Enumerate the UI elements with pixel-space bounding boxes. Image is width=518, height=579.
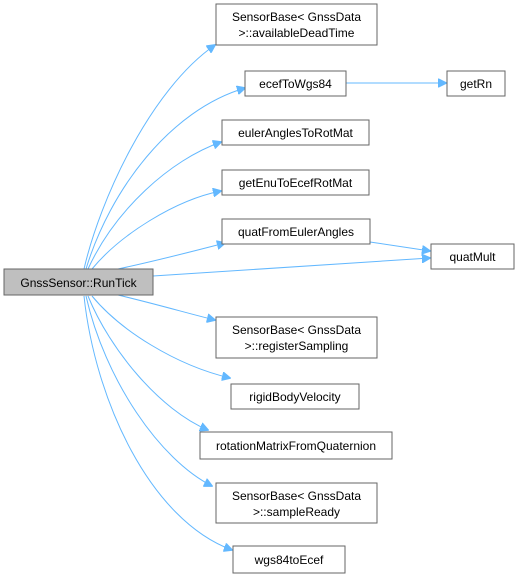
edge-run-tick-to-wgs84-to-ecef [83, 295, 232, 550]
node-get-enu-to-ecef-rot-mat-label: getEnuToEcefRotMat [239, 176, 353, 190]
node-register-sampling[interactable]: SensorBase< GnssData >::registerSampling [215, 316, 378, 359]
edge-quat-from-euler-angles-to-quat-mult [369, 241, 430, 251]
edge-run-tick-to-quat-from-euler-angles [117, 243, 225, 270]
edge-run-tick-to-euler-angles-to-rot-mat [87, 142, 221, 270]
node-sample-ready-label-1: SensorBase< GnssData [232, 489, 361, 503]
node-wgs84-to-ecef[interactable]: wgs84toEcef [232, 545, 346, 574]
edge-run-tick-to-sample-ready [85, 295, 212, 486]
edge-run-tick-to-quat-mult [152, 258, 430, 277]
node-sample-ready-label-2: >::sampleReady [253, 505, 340, 519]
node-rotation-matrix-from-quaternion[interactable]: rotationMatrixFromQuaternion [199, 431, 393, 460]
node-get-enu-to-ecef-rot-mat[interactable]: getEnuToEcefRotMat [221, 169, 370, 196]
node-wgs84-to-ecef-label: wgs84toEcef [254, 553, 324, 567]
node-ecef-to-wgs84[interactable]: ecefToWgs84 [244, 70, 347, 97]
node-available-dead-time-label-1: SensorBase< GnssData [232, 10, 361, 24]
edges [83, 45, 446, 550]
node-register-sampling-label-1: SensorBase< GnssData [232, 323, 361, 337]
node-euler-angles-to-rot-mat[interactable]: eulerAnglesToRotMat [221, 119, 370, 146]
node-quat-mult-label: quatMult [449, 250, 496, 264]
node-get-rn[interactable]: getRn [446, 70, 506, 97]
node-rigid-body-velocity[interactable]: rigidBodyVelocity [230, 383, 360, 410]
edge-run-tick-to-available-dead-time [83, 45, 215, 270]
node-sample-ready[interactable]: SensorBase< GnssData >::sampleReady [215, 482, 378, 524]
node-available-dead-time[interactable]: SensorBase< GnssData >::availableDeadTim… [215, 3, 378, 46]
node-run-tick[interactable]: GnssSensor::RunTick [3, 268, 154, 296]
node-quat-mult[interactable]: quatMult [430, 243, 515, 270]
node-register-sampling-label-2: >::registerSampling [245, 339, 349, 353]
node-rigid-body-velocity-label: rigidBodyVelocity [249, 390, 340, 404]
node-quat-from-euler-angles-label: quatFromEulerAngles [238, 225, 354, 239]
node-ecef-to-wgs84-label: ecefToWgs84 [259, 77, 332, 91]
edge-run-tick-to-rigid-body-velocity [91, 295, 230, 378]
node-quat-from-euler-angles[interactable]: quatFromEulerAngles [221, 218, 371, 245]
node-available-dead-time-label-2: >::availableDeadTime [239, 26, 355, 40]
node-euler-angles-to-rot-mat-label: eulerAnglesToRotMat [238, 126, 353, 140]
node-run-tick-label: GnssSensor::RunTick [20, 276, 137, 290]
edge-run-tick-to-rotation-matrix-from-quaternion [87, 295, 208, 430]
node-rotation-matrix-from-quaternion-label: rotationMatrixFromQuaternion [216, 439, 376, 453]
edge-run-tick-to-register-sampling [117, 294, 215, 320]
edge-run-tick-to-ecef-to-wgs84 [85, 88, 245, 270]
edge-run-tick-to-get-enu-to-ecef-rot-mat [91, 191, 221, 270]
node-get-rn-label: getRn [460, 77, 492, 91]
